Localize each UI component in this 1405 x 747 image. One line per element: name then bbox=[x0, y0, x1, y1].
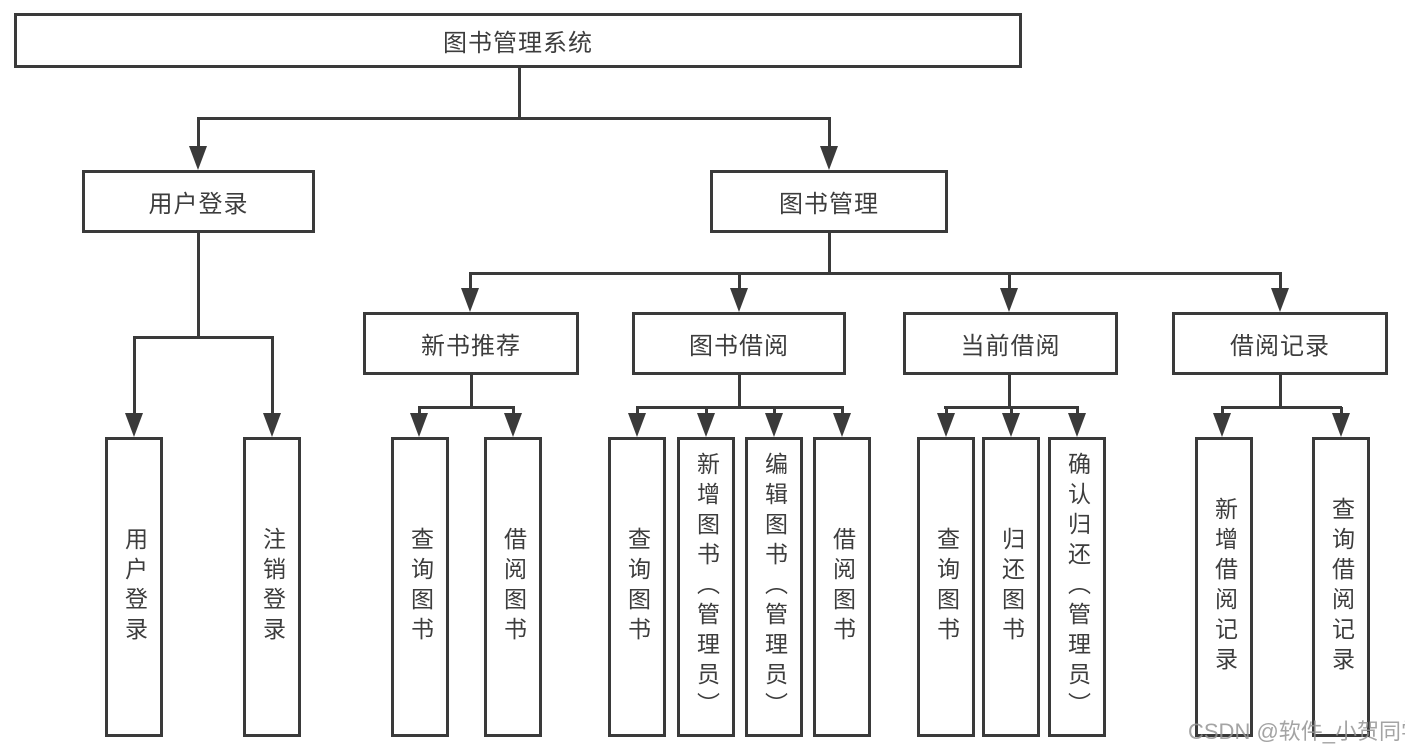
connector-stem-current-borrowing bbox=[1008, 272, 1011, 292]
arrowhead-query-books-1 bbox=[410, 413, 428, 437]
node-label: 确认归还（管理员） bbox=[1064, 452, 1091, 722]
arrowhead-borrow-books-2 bbox=[833, 413, 851, 437]
connector-stem-login-leaf bbox=[133, 337, 136, 415]
leaf-logout: 注销登录 bbox=[243, 437, 301, 737]
connector-root-trunk bbox=[518, 67, 521, 118]
node-label: 编辑图书（管理员） bbox=[761, 452, 788, 722]
connector-recommend-trunk bbox=[470, 374, 473, 407]
node-label: 归还图书 bbox=[998, 527, 1025, 647]
node-borrowing-records: 借阅记录 bbox=[1172, 312, 1388, 375]
connector-stem-borrowing-records bbox=[1279, 272, 1282, 292]
connector-book-management-trunk bbox=[828, 232, 831, 274]
leaf-query-books-current: 查询图书 bbox=[917, 437, 975, 737]
leaf-user-login: 用户登录 bbox=[105, 437, 163, 737]
connector-user-login-trunk bbox=[197, 232, 200, 338]
node-label: 新增图书（管理员） bbox=[693, 452, 720, 722]
connector-stem bbox=[773, 407, 776, 416]
connector-records-split bbox=[1221, 406, 1342, 409]
connector-recommend-split bbox=[418, 406, 515, 409]
leaf-confirm-return-admin: 确认归还（管理员） bbox=[1048, 437, 1106, 737]
leaf-borrow-books-recommend: 借阅图书 bbox=[484, 437, 542, 737]
connector-stem-logout-leaf bbox=[271, 337, 274, 415]
arrowhead-query-books-2 bbox=[628, 413, 646, 437]
csdn-watermark: CSDN @软件_小贺同学 bbox=[1188, 719, 1405, 744]
node-label: 用户登录 bbox=[148, 191, 249, 218]
leaf-add-borrow-record: 新增借阅记录 bbox=[1195, 437, 1253, 737]
node-label: 图书管理 bbox=[779, 191, 879, 218]
connector-stem bbox=[1010, 407, 1013, 416]
connector-borrowing-trunk bbox=[738, 374, 741, 407]
arrowhead-add-books bbox=[697, 413, 715, 437]
arrowhead-current-borrowing bbox=[1000, 288, 1018, 312]
node-book-borrowing: 图书借阅 bbox=[632, 312, 846, 375]
connector-stem bbox=[945, 407, 948, 416]
node-new-book-recommendation: 新书推荐 bbox=[363, 312, 579, 375]
connector-stem bbox=[418, 407, 421, 416]
connector-stem bbox=[1340, 407, 1343, 416]
node-label: 图书管理系统 bbox=[443, 30, 593, 57]
arrowhead-book-borrowing bbox=[730, 288, 748, 312]
node-label: 查询图书 bbox=[933, 527, 960, 647]
arrowhead-add-borrow-record bbox=[1213, 413, 1231, 437]
node-label: 查询借阅记录 bbox=[1328, 497, 1355, 677]
arrowhead-confirm-return bbox=[1068, 413, 1086, 437]
node-label: 当前借阅 bbox=[960, 333, 1061, 360]
node-label: 图书借阅 bbox=[689, 333, 789, 360]
node-label: 新书推荐 bbox=[421, 333, 521, 360]
connector-stem bbox=[1076, 407, 1079, 416]
connector-current-trunk bbox=[1008, 374, 1011, 407]
node-current-borrowing: 当前借阅 bbox=[903, 312, 1118, 375]
node-library-management-system: 图书管理系统 bbox=[14, 13, 1022, 68]
leaf-query-books-borrowing: 查询图书 bbox=[608, 437, 666, 737]
leaf-add-books-admin: 新增图书（管理员） bbox=[677, 437, 735, 737]
connector-borrowing-split bbox=[636, 406, 844, 409]
node-label: 新增借阅记录 bbox=[1211, 497, 1238, 677]
node-label: 查询图书 bbox=[407, 527, 434, 647]
leaf-query-books-recommend: 查询图书 bbox=[391, 437, 449, 737]
node-label: 查询图书 bbox=[624, 527, 651, 647]
node-label: 用户登录 bbox=[121, 527, 148, 647]
arrowhead-borrow-books-1 bbox=[504, 413, 522, 437]
arrowhead-borrowing-records bbox=[1271, 288, 1289, 312]
leaf-return-books: 归还图书 bbox=[982, 437, 1040, 737]
connector-stem-book-borrowing bbox=[738, 272, 741, 292]
arrowhead-query-books-3 bbox=[937, 413, 955, 437]
connector-stem bbox=[512, 407, 515, 416]
connector-stem bbox=[1221, 407, 1224, 416]
leaf-edit-books-admin: 编辑图书（管理员） bbox=[745, 437, 803, 737]
node-book-management: 图书管理 bbox=[710, 170, 948, 233]
node-label: 借阅记录 bbox=[1230, 333, 1330, 360]
arrowhead-query-borrow-record bbox=[1332, 413, 1350, 437]
arrowhead-user-login bbox=[189, 146, 207, 170]
connector-book-management-split bbox=[469, 272, 1282, 275]
leaf-query-borrow-record: 查询借阅记录 bbox=[1312, 437, 1370, 737]
node-label: 借阅图书 bbox=[500, 527, 527, 647]
arrowhead-book-management bbox=[820, 146, 838, 170]
arrowhead-login-leaf bbox=[125, 413, 143, 437]
arrowhead-logout-leaf bbox=[263, 413, 281, 437]
connector-root-split bbox=[197, 117, 831, 120]
connector-stem-book-management bbox=[828, 117, 831, 150]
connector-user-login-split bbox=[133, 336, 274, 339]
node-user-login: 用户登录 bbox=[82, 170, 315, 233]
arrowhead-edit-books bbox=[765, 413, 783, 437]
connector-stem bbox=[841, 407, 844, 416]
connector-stem-new-book bbox=[469, 272, 472, 292]
node-label: 借阅图书 bbox=[829, 527, 856, 647]
connector-stem-user-login bbox=[197, 117, 200, 150]
node-label: 注销登录 bbox=[259, 527, 286, 647]
leaf-borrow-books-borrowing: 借阅图书 bbox=[813, 437, 871, 737]
connector-stem bbox=[705, 407, 708, 416]
connector-stem bbox=[636, 407, 639, 416]
arrowhead-return-books bbox=[1002, 413, 1020, 437]
arrowhead-new-book bbox=[461, 288, 479, 312]
connector-records-trunk bbox=[1279, 374, 1282, 407]
